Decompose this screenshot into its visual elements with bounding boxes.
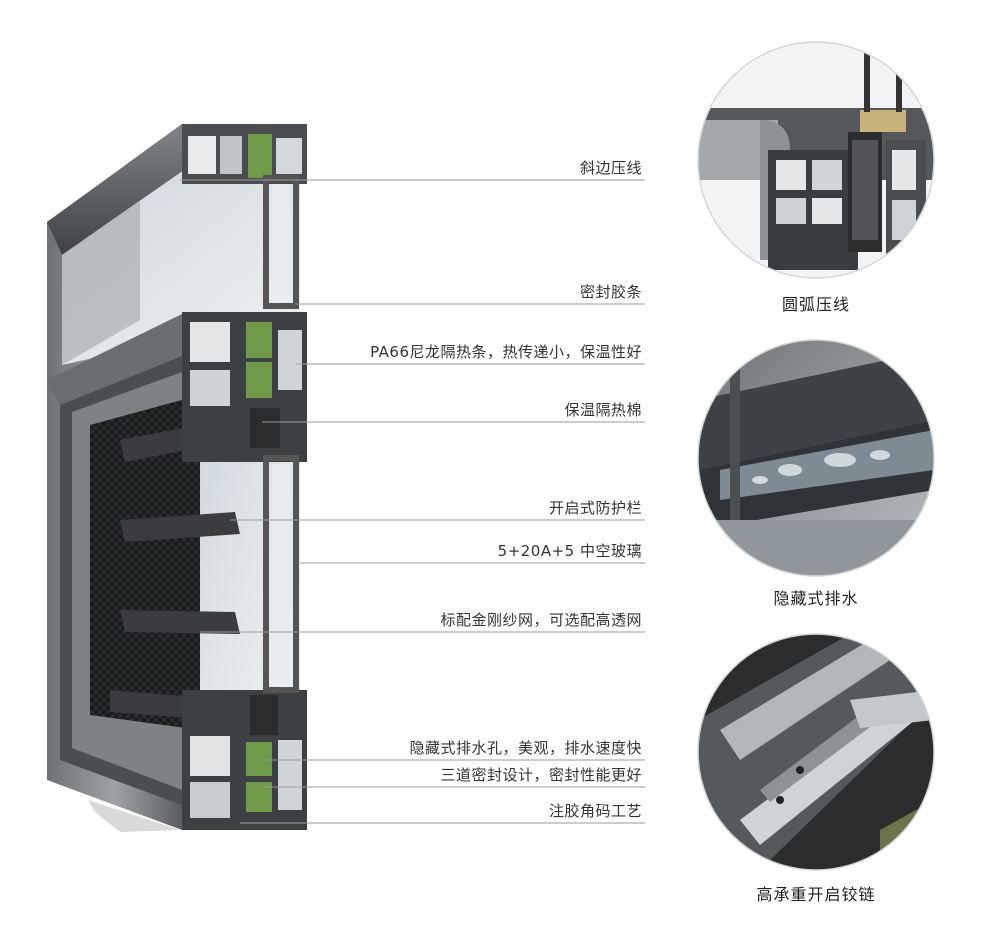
- outer-frame-top: [47, 124, 184, 255]
- callout-leader-lines: [180, 179, 645, 824]
- detail-circle-hinge: [697, 633, 935, 871]
- profile-section: [182, 124, 307, 830]
- callout-label-pa66-thermal-break: PA66尼龙隔热条，热传递小，保温性好: [370, 343, 642, 361]
- callout-label-beveled-bead: 斜边压线: [579, 159, 642, 177]
- callout-label-insulation-cotton: 保温隔热棉: [564, 401, 642, 419]
- callout-label-mesh-screen: 标配金刚纱网，可选配高透网: [440, 611, 642, 629]
- callout-label-hidden-drain-hole: 隐藏式排水孔，美观，排水速度快: [409, 739, 642, 757]
- callout-label-corner-key: 注胶角码工艺: [548, 802, 642, 820]
- callout-label-triple-seal: 三道密封设计，密封性能更好: [440, 766, 642, 784]
- callout-label-sealing-strip: 密封胶条: [579, 283, 642, 301]
- guard-bar-2: [120, 512, 240, 542]
- window-illustration: [47, 124, 307, 832]
- detail-caption-hidden-drainage: 隐藏式排水: [773, 589, 859, 608]
- callout-label-insulated-glass: 5+20A+5 中空玻璃: [497, 542, 642, 560]
- detail-circle-arc-bead: [697, 41, 935, 279]
- transom-bar: [47, 314, 182, 405]
- mesh-screen: [90, 395, 200, 730]
- detail-caption-hinge: 高承重开启铰链: [756, 885, 876, 904]
- detail-caption-arc-bead: 圆弧压线: [781, 295, 850, 314]
- callout-label-openable-guard: 开启式防护栏: [548, 499, 642, 517]
- detail-circle-hidden-drainage: [697, 339, 935, 577]
- guard-bar-3: [120, 610, 240, 634]
